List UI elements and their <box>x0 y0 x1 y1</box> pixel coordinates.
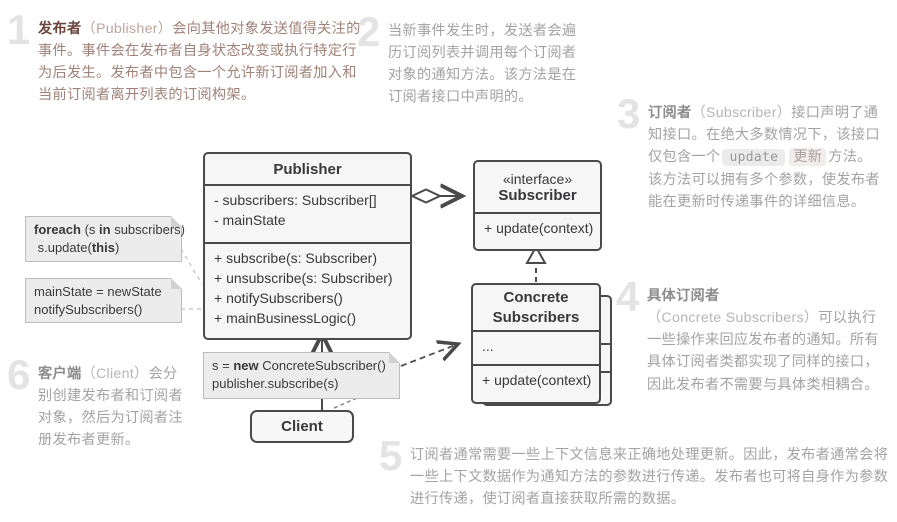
concrete-fields: ... <box>473 332 599 366</box>
class-name: Subscriber <box>498 186 577 204</box>
publisher-fields: - subscribers: Subscriber[] - mainState <box>205 186 410 244</box>
method-row: + update(context) <box>482 372 592 388</box>
step-text: 订阅者通常需要一些上下文信息来正确地处理更新。因此，发布者通常会将一些上下文数据… <box>410 447 889 508</box>
code-line: foreach (s in subscribers) <box>34 222 186 237</box>
method-row: + update(context) <box>484 220 594 236</box>
code-line: s.update(this) <box>34 240 120 255</box>
subscriber-interface[interactable]: «interface» Subscriber + update(context) <box>473 160 602 251</box>
code-line: notifySubscribers() <box>34 302 143 317</box>
method-row: + subscribe(s: Subscriber) <box>214 250 378 266</box>
class-name: Publisher <box>273 160 342 178</box>
code-line: s = new ConcreteSubscriber() <box>212 358 386 373</box>
step-number: 6 <box>7 351 31 398</box>
realization-connector <box>525 244 547 282</box>
foreach-code-note: foreach (s in subscribers) s.update(this… <box>25 216 186 262</box>
step-block-client[interactable]: 6 客户端（Client）会分别创建发布者和订阅者对象，然后为订阅者注册发布者更… <box>7 354 190 452</box>
method-row: + unsubscribe(s: Subscriber) <box>214 270 393 286</box>
step-block-context[interactable]: 5 订阅者通常需要一些上下文信息来正确地处理更新。因此，发布者通常会将一些上下文… <box>379 435 897 510</box>
step-text: 发布者（Publisher）会向其他对象发送值得关注的事件。事件会在发布者自身状… <box>38 21 361 104</box>
step-number: 3 <box>617 90 641 137</box>
step-text: 具体订阅者（Concrete Subscribers）可以执行一些操作来回应发布… <box>647 288 879 393</box>
concrete-methods: + update(context) <box>473 366 599 402</box>
step-number: 2 <box>357 8 381 55</box>
client-code-note: s = new ConcreteSubscriber() publisher.su… <box>203 352 400 399</box>
field-row: ... <box>482 338 494 354</box>
publisher-class[interactable]: Publisher - subscribers: Subscriber[] - m… <box>203 152 412 340</box>
stereotype-label: «interface» <box>502 170 573 187</box>
method-row: + notifySubscribers() <box>214 290 343 306</box>
step-number: 4 <box>616 273 640 320</box>
subscriber-methods: + update(context) <box>475 214 600 249</box>
step-text: 客户端（Client）会分别创建发布者和订阅者对象，然后为订阅者注册发布者更新。 <box>38 366 183 449</box>
step-block-subscriber[interactable]: 3 订阅者（Subscriber）接口声明了通知接口。在绝大多数情况下，该接口仅… <box>617 93 886 213</box>
client-class[interactable]: Client <box>250 410 354 443</box>
foreach-note-connector <box>180 248 203 285</box>
method-row: + mainBusinessLogic() <box>214 310 357 326</box>
field-row: - mainState <box>214 212 286 228</box>
step-block-events[interactable]: 2 当新事件发生时，发送者会遍历订阅列表并调用每个订阅者对象的通知方法。该方法是… <box>357 11 584 109</box>
field-row: - subscribers: Subscriber[] <box>214 192 377 208</box>
clientnote-concrete-connector <box>400 344 458 367</box>
step-number: 5 <box>379 432 403 479</box>
concrete-subscribers-title: Concrete Subscribers <box>473 285 599 332</box>
step-block-publisher[interactable]: 1 发布者（Publisher）会向其他对象发送值得关注的事件。事件会在发布者自… <box>7 9 368 107</box>
subscriber-interface-title: «interface» Subscriber <box>475 162 600 214</box>
step-text: 当新事件发生时，发送者会遍历订阅列表并调用每个订阅者对象的通知方法。该方法是在订… <box>388 23 577 106</box>
step-number: 1 <box>7 6 31 53</box>
client-note-connector <box>333 397 358 409</box>
aggregation-connector <box>409 190 462 203</box>
step-block-concrete-subscribers[interactable]: 4 具体订阅者（Concrete Subscribers）可以执行一些操作来回应… <box>616 276 889 396</box>
step-text: 订阅者（Subscriber）接口声明了通知接口。在绝大多数情况下，该接口仅包含… <box>648 105 880 210</box>
class-name: Concrete Subscribers <box>492 288 580 326</box>
mainstate-code-note: mainState = newState notifySubscribers() <box>25 278 182 323</box>
code-line: publisher.subscribe(s) <box>212 376 339 391</box>
class-name: Client <box>281 418 323 435</box>
code-line: mainState = newState <box>34 284 162 299</box>
publisher-methods: + subscribe(s: Subscriber) + unsubscribe(… <box>205 244 410 338</box>
concrete-subscribers-class[interactable]: Concrete Subscribers ... + update(contex… <box>471 283 601 404</box>
publisher-class-title: Publisher <box>205 154 410 186</box>
